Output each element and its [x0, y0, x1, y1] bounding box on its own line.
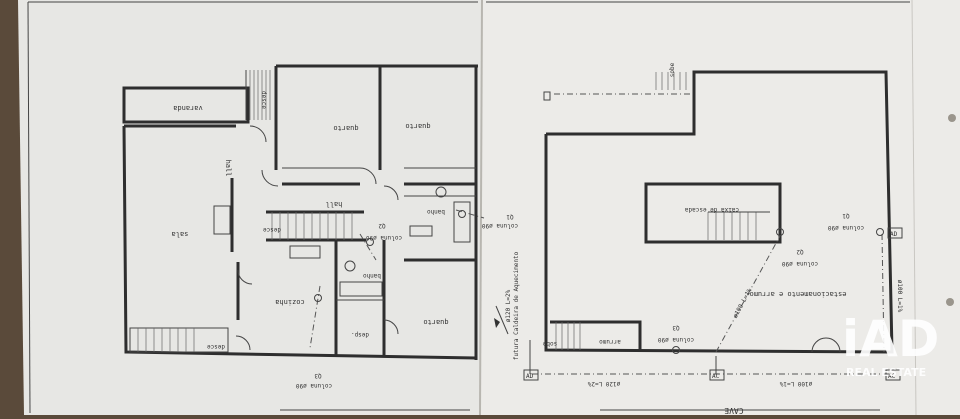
- room-label-varanda: varanda: [173, 104, 203, 112]
- column-q1-symbol: [458, 210, 466, 218]
- room-label-quarto-1: quarto: [333, 124, 358, 132]
- bottom-stair: [129, 327, 229, 353]
- pipe: [455, 209, 485, 219]
- door-swing: [235, 335, 251, 351]
- brand-logo: iAD: [842, 310, 939, 368]
- bathtub: [409, 225, 433, 237]
- label-ad-top: AD: [890, 231, 898, 238]
- column-marker: [543, 91, 551, 101]
- label-sobe-top: sobe: [669, 62, 676, 77]
- label-desce-top: desce: [260, 91, 267, 109]
- label-caixa-de-escada: caixa de escada: [685, 206, 740, 213]
- pipe: [309, 285, 321, 349]
- main-stair: [271, 212, 353, 240]
- label-coluna-q1: coluna ø90: [482, 222, 519, 229]
- box-ad-top: [887, 227, 903, 239]
- column-q3-symbol: [672, 346, 680, 354]
- room-label-hall-2: hall: [326, 200, 343, 208]
- label-q1: Q1: [842, 212, 850, 219]
- brand-tagline: REAL ESTATE: [846, 366, 926, 379]
- room-label-banho-1: banho: [427, 208, 445, 215]
- door-swing: [261, 169, 279, 187]
- label-pipe-vertical: ø100 L=1%: [896, 280, 903, 313]
- door-swing: [359, 167, 377, 185]
- label-desce-stair: desce: [263, 226, 281, 233]
- label-coluna-q3: coluna ø90: [296, 382, 333, 389]
- stair-top: [655, 72, 687, 90]
- label-q2: Q2: [378, 222, 386, 229]
- arrumo-stair: [555, 322, 581, 350]
- label-q3: Q3: [672, 324, 680, 331]
- room-label-banho-2: banho: [363, 272, 381, 279]
- right-floor-plan: sobe caixa de escada coluna ø90 Q1 colun…: [523, 62, 903, 415]
- room-label-desp: desp.: [351, 331, 369, 338]
- label-coluna-q1: coluna ø90: [828, 224, 865, 231]
- room-label-quarto-3: quarto: [423, 318, 448, 326]
- room-label-quarto-2: quarto: [405, 122, 430, 130]
- left-floor-plan: varanda quarto quarto hall hall sala ban…: [122, 64, 520, 389]
- bottom-wall: [239, 352, 477, 360]
- door-swing: [249, 125, 267, 143]
- door-swing: [237, 269, 253, 285]
- basement-outer-wall: [544, 70, 894, 354]
- label-estacionamento: estacionamento e arrumo: [750, 290, 847, 298]
- label-arrumo: arrumo: [599, 338, 621, 345]
- arrow-head: [494, 318, 500, 328]
- kitchen-counter: [289, 245, 321, 259]
- door-swing: [383, 185, 399, 201]
- label-coluna-q2: coluna ø90: [366, 234, 403, 241]
- toilet: [435, 186, 447, 198]
- label-q3: Q3: [314, 372, 322, 379]
- label-desce-bottom: desce: [207, 343, 225, 350]
- box-ad-bottom: [523, 369, 539, 381]
- label-coluna-q3: coluna ø90: [658, 336, 695, 343]
- sheet-edge: [911, 0, 917, 416]
- box-ac-right: [885, 369, 901, 381]
- box-ac-bottom: [709, 369, 725, 381]
- room-label-cozinha: cozinha: [275, 298, 305, 306]
- room-label-hall-1: hall: [224, 160, 232, 177]
- room-label-sala: sala: [172, 230, 189, 238]
- shower: [453, 201, 471, 243]
- column-q1-symbol: [876, 228, 884, 236]
- label-sobe-bottom: sobe: [542, 340, 557, 347]
- right-sheet: [480, 0, 960, 415]
- fireplace: [213, 205, 231, 235]
- label-cv-note: futura Caldeira de Aquecimento: [513, 251, 520, 360]
- punch-hole: [946, 298, 954, 306]
- column-q3-symbol: [314, 294, 322, 302]
- balcony-wall: [122, 86, 250, 124]
- sheet-fold: [479, 0, 483, 416]
- label-cv-note-2: ø120 L=2%: [505, 289, 512, 322]
- label-cave: CAVE: [724, 406, 743, 415]
- bathtub: [339, 281, 383, 297]
- punch-hole: [948, 114, 956, 122]
- pipe-diagonal: [715, 235, 781, 353]
- label-ac-bottom: AC: [712, 373, 720, 380]
- label-q1: Q1: [506, 213, 514, 220]
- stair-well-treads: [707, 211, 770, 240]
- brand-watermark: iAD REAL ESTATE: [842, 310, 939, 379]
- label-coluna-q2: coluna ø90: [782, 260, 819, 267]
- door-swing: [825, 337, 841, 353]
- left-sheet: [18, 0, 482, 415]
- label-ac-right: AC: [888, 373, 896, 380]
- door-swing: [811, 337, 827, 353]
- door-swing: [383, 319, 399, 335]
- stair-well: [644, 182, 782, 244]
- label-pipe-bottom-2: ø100 L=1%: [779, 380, 812, 387]
- drain-arrow: [495, 305, 509, 335]
- pipe: [359, 233, 377, 261]
- column-q2-symbol: [776, 228, 784, 236]
- label-q2: Q2: [796, 248, 804, 255]
- label-pipe-bottom-1: ø120 L=2%: [587, 380, 620, 387]
- label-ad-bottom: AD: [526, 373, 534, 380]
- frame-line: [27, 1, 31, 414]
- toilet: [344, 260, 356, 272]
- column-q2-symbol: [366, 238, 374, 246]
- living-room-wall: [122, 125, 241, 356]
